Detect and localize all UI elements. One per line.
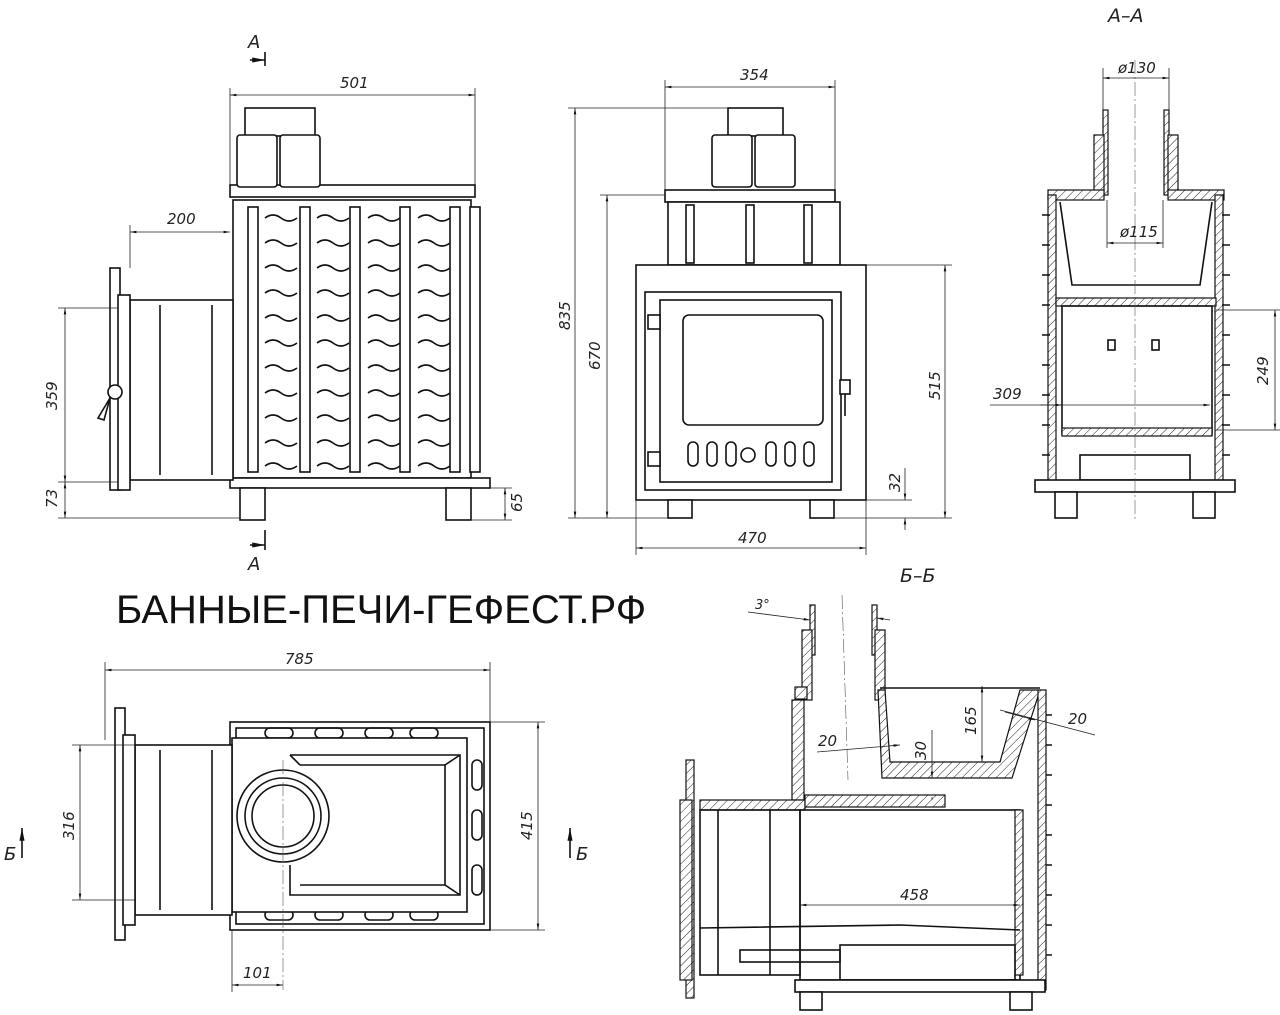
front-view: 354 835 670 515 32 470 [556,66,952,555]
dim-3-degrees: 3° [755,598,770,613]
heat-exchanger-ribs [247,206,461,473]
dim-670: 670 [586,341,604,370]
dim-101: 101 [243,964,272,982]
dim-200: 200 [167,210,196,228]
dim-415: 415 [518,811,536,840]
dim-165: 165 [962,706,980,735]
dim-20-side: 20 [1068,710,1087,728]
section-mark-b-right: Б [576,844,588,865]
dim-458: 458 [900,886,929,904]
section-a-a: A–A ø130 ø115 249 309 [990,5,1280,520]
dim-316: 316 [60,811,78,840]
dim-32: 32 [886,473,904,492]
section-mark-b-left: Б [4,844,16,865]
dim-d130: ø130 [1117,59,1156,77]
section-a-a-title: A–A [1106,5,1144,27]
section-b-b: Б–Б 3° 165 20 30 20 458 [679,565,1096,1011]
side-view: 501 200 359 73 65 A A [43,32,526,575]
section-mark-a-bottom: A [247,554,260,575]
dim-785: 785 [285,650,314,668]
dim-515: 515 [926,371,944,400]
dim-835: 835 [556,301,574,330]
website-watermark: БАННЫЕ-ПЕЧИ-ГЕФЕСТ.РФ [116,588,646,632]
dim-359: 359 [43,381,61,410]
dim-501: 501 [340,74,369,92]
dim-20-wall: 20 [818,732,837,750]
dim-470: 470 [738,529,767,547]
section-mark-a-top: A [247,32,260,53]
dim-249: 249 [1254,356,1272,385]
top-view: 785 316 415 101 Б Б [4,650,588,992]
dim-73: 73 [43,489,61,508]
dim-65: 65 [508,493,526,512]
dim-309: 309 [993,385,1022,403]
dim-d115: ø115 [1119,223,1158,241]
dim-354: 354 [740,66,769,84]
section-b-b-title: Б–Б [900,565,936,587]
dim-30: 30 [912,741,930,760]
